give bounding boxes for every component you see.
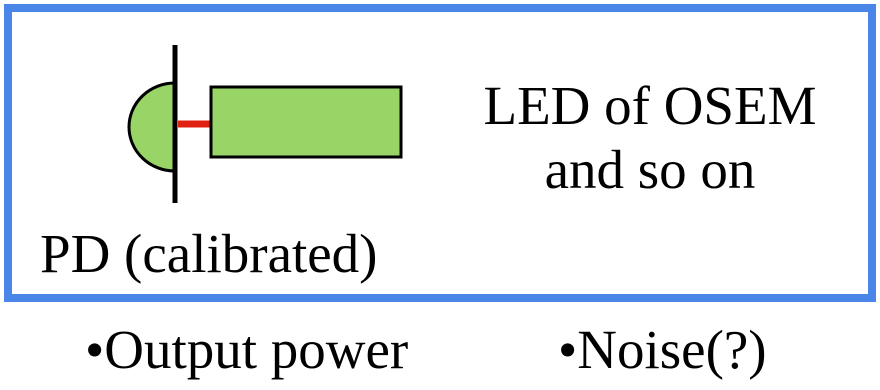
- bullet-output-power: •Output power: [85, 319, 409, 380]
- bullet-noise: •Noise(?): [558, 319, 767, 380]
- pd-label: PD (calibrated): [40, 223, 378, 284]
- led-label: LED of OSEM and so on: [440, 74, 860, 203]
- led-label-line2: and so on: [544, 139, 756, 201]
- photodiode-dome: [127, 81, 177, 173]
- led-label-line1: LED of OSEM: [483, 75, 817, 136]
- led-body: [209, 85, 403, 159]
- diagram-frame: [4, 4, 876, 302]
